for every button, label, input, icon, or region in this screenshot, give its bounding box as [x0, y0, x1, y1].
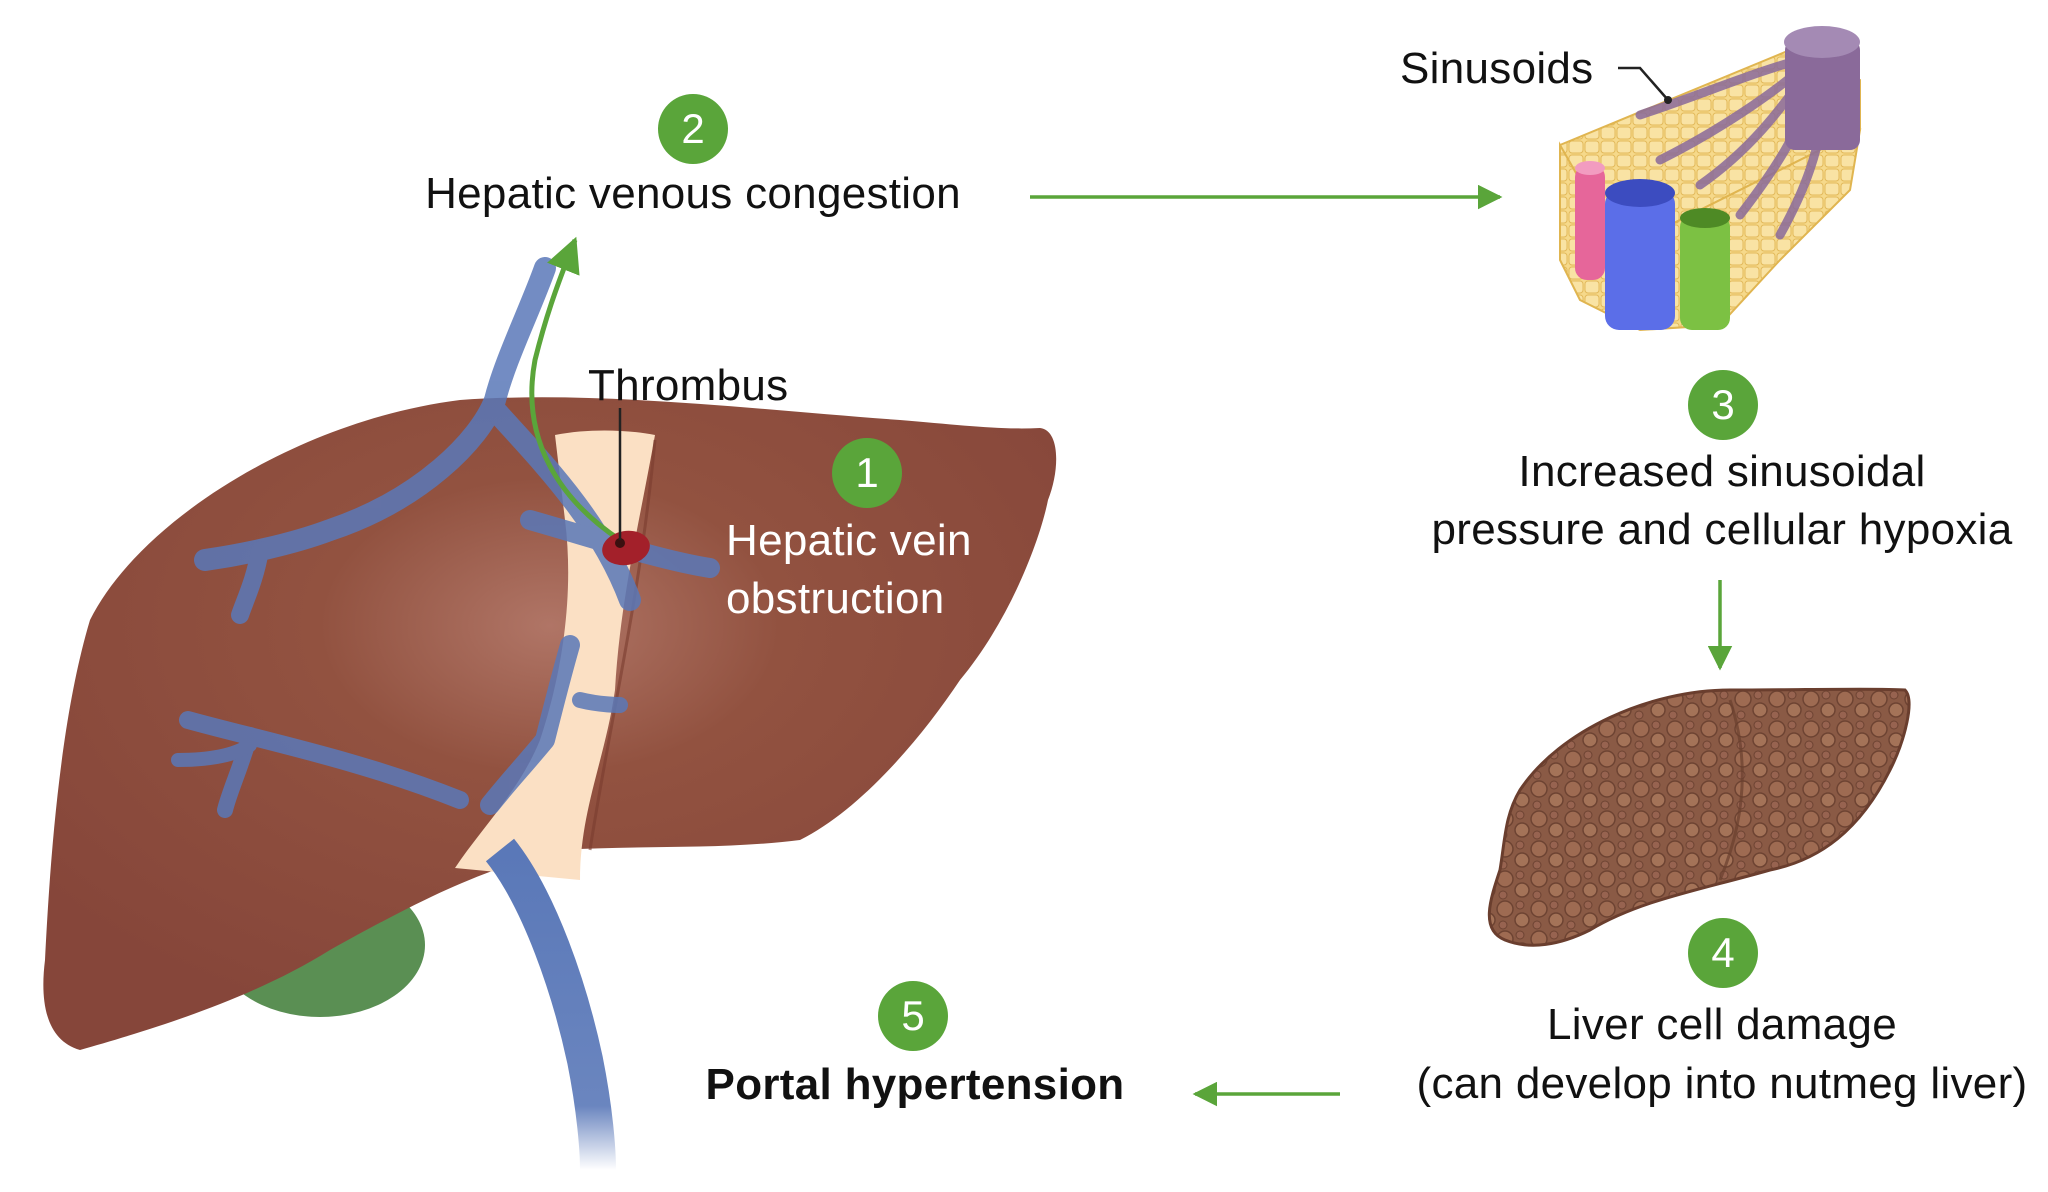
- step-2-label: Hepatic venous congestion: [425, 169, 961, 218]
- thrombus-clot: [602, 530, 650, 566]
- step-4-label-line1: Liver cell damage: [1547, 1000, 1897, 1049]
- backflow-arrow: [529, 236, 622, 543]
- hepatic-veins: [171, 257, 720, 818]
- nutmeg-liver: [1487, 687, 1911, 947]
- step-3-label-line2: pressure and cellular hypoxia: [1431, 505, 2013, 554]
- step-2-badge: 2: [658, 94, 728, 164]
- step-5-label: Portal hypertension: [705, 1060, 1125, 1109]
- step-3-badge: 3: [1688, 370, 1758, 440]
- step-1-label-line2: obstruction: [726, 574, 945, 623]
- step-4-label-line2: (can develop into nutmeg liver): [1416, 1059, 2028, 1108]
- portal-vein: [485, 838, 616, 1171]
- thrombus-label: Thrombus: [588, 361, 789, 410]
- sinusoids-label: Sinusoids: [1400, 44, 1594, 93]
- sinusoid-block: [1559, 26, 1862, 332]
- step-3-label-line1: Increased sinusoidal: [1518, 447, 1926, 496]
- step-1-label-line1: Hepatic vein: [726, 516, 972, 565]
- liver-illustration: [43, 236, 1057, 1171]
- sinusoids-leader-line: [1618, 66, 1669, 101]
- step-5-badge: 5: [878, 981, 948, 1051]
- lobe-fissure: [588, 439, 657, 851]
- step-1-badge: 1: [832, 438, 902, 508]
- step-4-badge: 4: [1688, 918, 1758, 988]
